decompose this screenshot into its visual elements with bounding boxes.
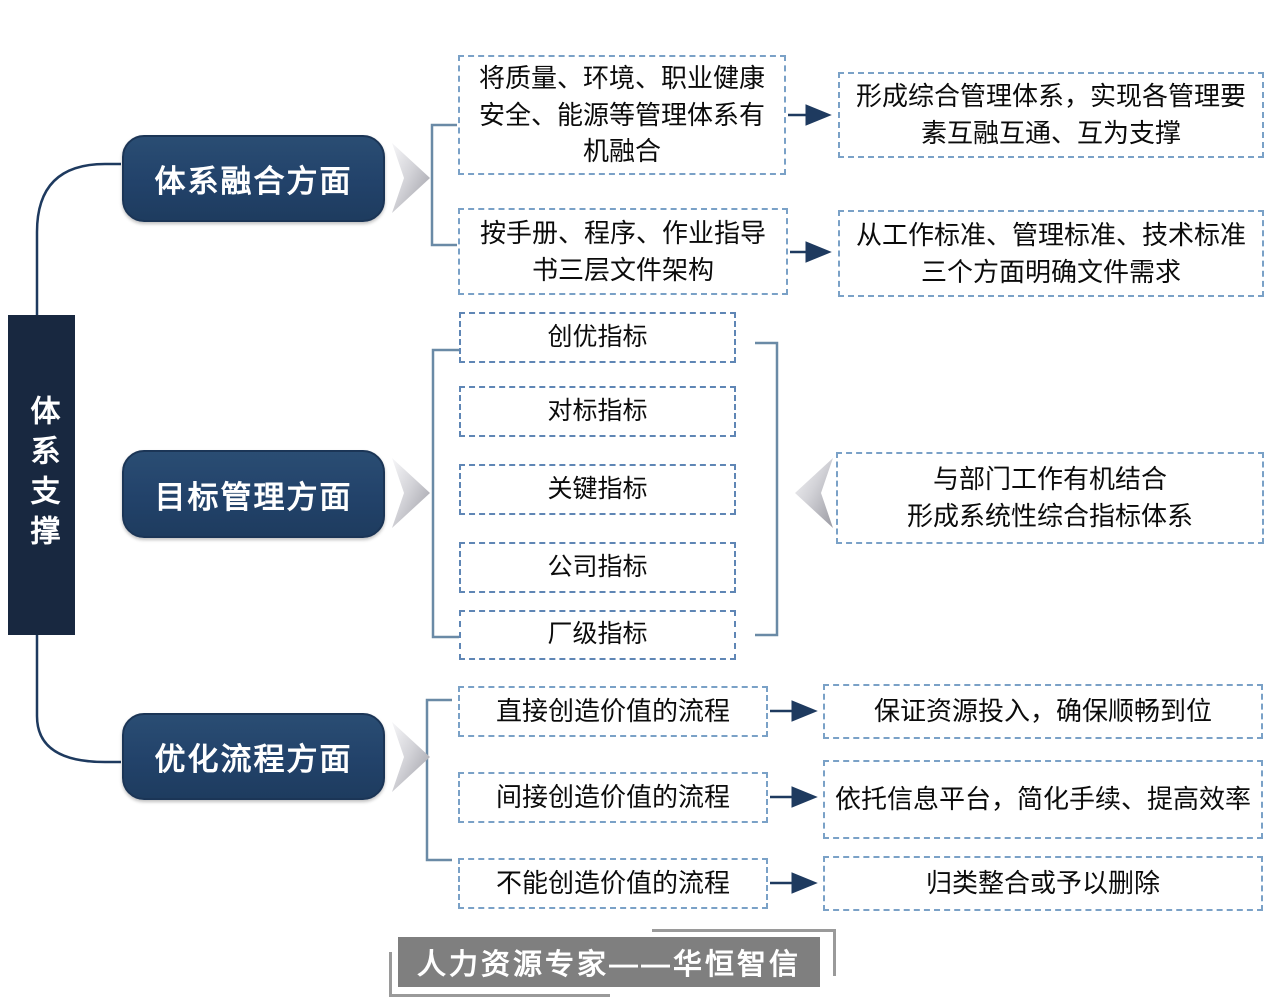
indicator-text: 对标指标 xyxy=(547,396,648,425)
measure-text: 间接创造价值的流程 xyxy=(495,782,730,813)
category-label: 优化流程方面 xyxy=(154,742,353,777)
measure-box: 将质量、环境、职业健康安全、能源等管理体系有机融合 xyxy=(458,55,786,175)
footer-text: 人力资源专家——华恒智信 xyxy=(416,949,801,981)
footer-banner: 人力资源专家——华恒智信 xyxy=(398,937,820,987)
indicator-box: 厂级指标 xyxy=(459,610,736,660)
indicator-box: 创优指标 xyxy=(459,312,736,363)
result-text: 依托信息平台，简化手续、提高效率 xyxy=(834,784,1251,815)
chevron-right-icon xyxy=(392,722,430,792)
result-text-line1: 与部门工作有机结合 xyxy=(932,464,1167,495)
measure-box: 直接创造价值的流程 xyxy=(458,686,768,737)
result-box: 依托信息平台，简化手续、提高效率 xyxy=(823,760,1263,839)
result-box: 形成综合管理体系，实现各管理要素互融互通、互为支撑 xyxy=(838,72,1264,158)
measure-text: 直接创造价值的流程 xyxy=(495,696,730,727)
measure-text: 按手册、程序、作业指导书三层文件架构 xyxy=(479,217,766,285)
root-node-label: 体系支撑 xyxy=(25,395,59,555)
indicator-text: 公司指标 xyxy=(547,552,648,581)
result-box: 保证资源投入，确保顺畅到位 xyxy=(823,684,1263,739)
chevron-right-icon xyxy=(392,143,430,213)
indicator-text: 关键指标 xyxy=(547,474,648,503)
indicator-box: 公司指标 xyxy=(459,542,736,593)
category-goal-management: 目标管理方面 xyxy=(122,450,385,538)
bracket-connector-section1 xyxy=(430,123,457,247)
result-text: 保证资源投入，确保顺畅到位 xyxy=(873,696,1212,727)
result-box: 从工作标准、管理标准、技术标准三个方面明确文件需求 xyxy=(838,210,1264,297)
category-label: 体系融合方面 xyxy=(154,164,353,199)
footer-corner-topright xyxy=(652,929,836,976)
chevron-left-icon xyxy=(795,458,833,528)
root-node-box: 体系支撑 xyxy=(8,315,75,635)
category-label: 目标管理方面 xyxy=(154,479,353,515)
curved-connector-top xyxy=(35,162,121,315)
measure-text: 不能创造价值的流程 xyxy=(495,868,730,899)
measure-box: 不能创造价值的流程 xyxy=(458,858,768,909)
chevron-right-icon xyxy=(392,458,430,528)
result-text-line2: 形成系统性综合指标体系 xyxy=(906,501,1193,531)
indicator-text: 创优指标 xyxy=(547,322,648,351)
result-box: 归类整合或予以删除 xyxy=(823,856,1263,911)
result-text: 形成综合管理体系，实现各管理要素互融互通、互为支撑 xyxy=(855,81,1246,148)
indicator-box: 关键指标 xyxy=(459,464,736,515)
bracket-connector-section3 xyxy=(425,698,452,862)
bracket-connector-indicators-left xyxy=(431,348,459,639)
footer-corner-bottomleft xyxy=(389,952,610,997)
measure-text: 将质量、环境、职业健康安全、能源等管理体系有机融合 xyxy=(478,62,765,167)
curved-connector-bottom xyxy=(35,635,121,764)
measure-box: 按手册、程序、作业指导书三层文件架构 xyxy=(458,208,788,295)
indicator-box: 对标指标 xyxy=(459,386,736,437)
category-system-integration: 体系融合方面 xyxy=(122,135,385,222)
result-box: 与部门工作有机结合 形成系统性综合指标体系 xyxy=(836,452,1264,544)
result-text: 从工作标准、管理标准、技术标准三个方面明确文件需求 xyxy=(855,219,1246,287)
indicator-text: 厂级指标 xyxy=(547,620,648,649)
measure-box: 间接创造价值的流程 xyxy=(458,772,768,823)
result-text: 归类整合或予以删除 xyxy=(925,868,1160,899)
category-process-optimization: 优化流程方面 xyxy=(122,713,385,800)
bracket-connector-indicators-right xyxy=(755,341,779,637)
